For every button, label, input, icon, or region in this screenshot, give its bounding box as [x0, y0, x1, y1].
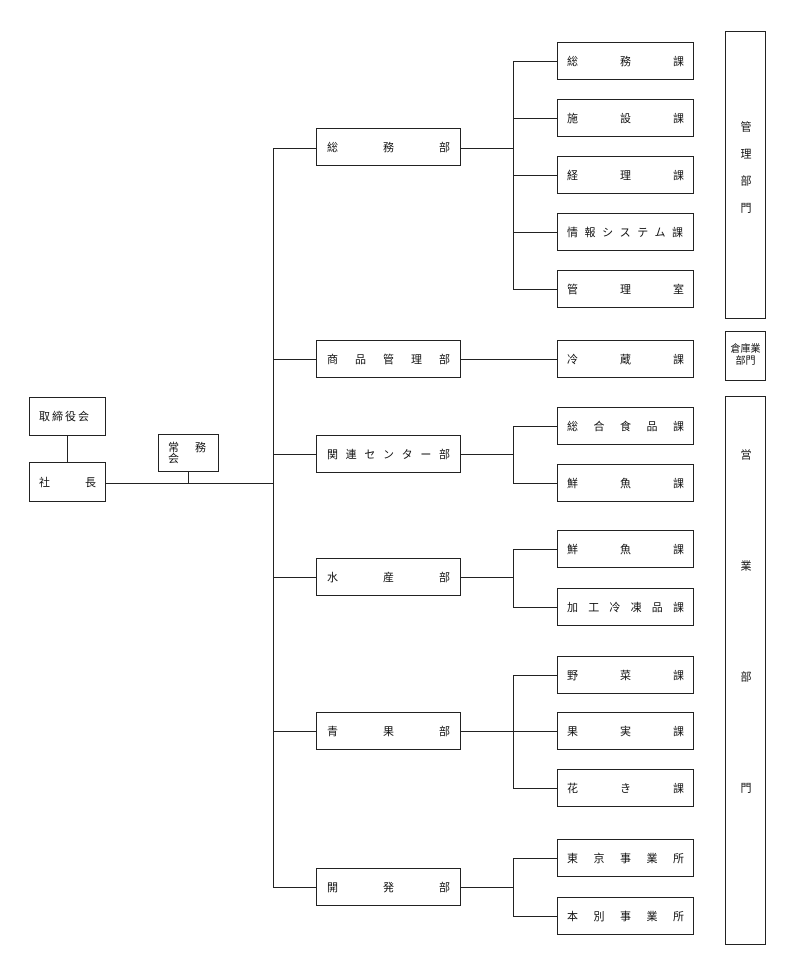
section-label: 東京事業所	[567, 851, 684, 865]
section-box: 冷 蔵 課	[557, 340, 694, 378]
section-box: 経 理 課	[557, 156, 694, 194]
department-box-related-center: 関連センター部	[316, 435, 461, 473]
section-label: 鮮 魚 課	[567, 542, 684, 556]
section-box: 本別事業所	[557, 897, 694, 935]
section-label: 冷 蔵 課	[567, 352, 684, 366]
executive-committee-label: 常務会	[168, 441, 209, 465]
section-label: 施 設 課	[567, 111, 684, 125]
section-label: 本別事業所	[567, 909, 684, 923]
section-label: 情報システム課	[567, 225, 684, 239]
section-box: 東京事業所	[557, 839, 694, 877]
board-label: 取締役会	[39, 410, 91, 423]
department-label: 総 務 部	[327, 140, 450, 154]
division-box-warehousing: 倉庫業部門	[725, 331, 766, 381]
department-box-general-affairs: 総 務 部	[316, 128, 461, 166]
department-box-merchandise: 商品管理部	[316, 340, 461, 378]
section-label: 果 実 課	[567, 724, 684, 738]
section-box: 鮮 魚 課	[557, 530, 694, 568]
section-box: 施 設 課	[557, 99, 694, 137]
division-box-sales: 営業部門	[725, 396, 766, 945]
section-box: 鮮 魚 課	[557, 464, 694, 502]
department-label: 開 発 部	[327, 880, 450, 894]
section-box: 加工冷凍品課	[557, 588, 694, 626]
section-label: 総合食品課	[567, 419, 684, 433]
department-box-fisheries: 水 産 部	[316, 558, 461, 596]
section-box: 総合食品課	[557, 407, 694, 445]
department-label: 青 果 部	[327, 724, 450, 738]
section-box: 野 菜 課	[557, 656, 694, 694]
division-label: 倉庫業部門	[730, 344, 761, 367]
section-box: 情報システム課	[557, 213, 694, 251]
division-label: 営業部門	[739, 448, 752, 893]
department-box-development: 開 発 部	[316, 868, 461, 906]
section-label: 鮮 魚 課	[567, 476, 684, 490]
section-box: 総 務 課	[557, 42, 694, 80]
section-label: 花 き 課	[567, 781, 684, 795]
section-label: 総 務 課	[567, 54, 684, 68]
president-label: 社 長	[39, 475, 96, 489]
president-box: 社 長	[29, 462, 106, 502]
board-box: 取締役会	[29, 397, 106, 436]
section-box: 花 き 課	[557, 769, 694, 807]
executive-committee-box: 常務会	[158, 434, 219, 472]
section-label: 管 理 室	[567, 282, 684, 296]
section-box: 管 理 室	[557, 270, 694, 308]
section-box: 果 実 課	[557, 712, 694, 750]
department-label: 商品管理部	[327, 352, 450, 366]
division-label: 管理部門	[739, 121, 752, 229]
section-label: 野 菜 課	[567, 668, 684, 682]
section-label: 加工冷凍品課	[567, 600, 684, 614]
division-box-management: 管理部門	[725, 31, 766, 319]
department-box-produce: 青 果 部	[316, 712, 461, 750]
department-label: 関連センター部	[327, 447, 450, 461]
department-label: 水 産 部	[327, 570, 450, 584]
section-label: 経 理 課	[567, 168, 684, 182]
